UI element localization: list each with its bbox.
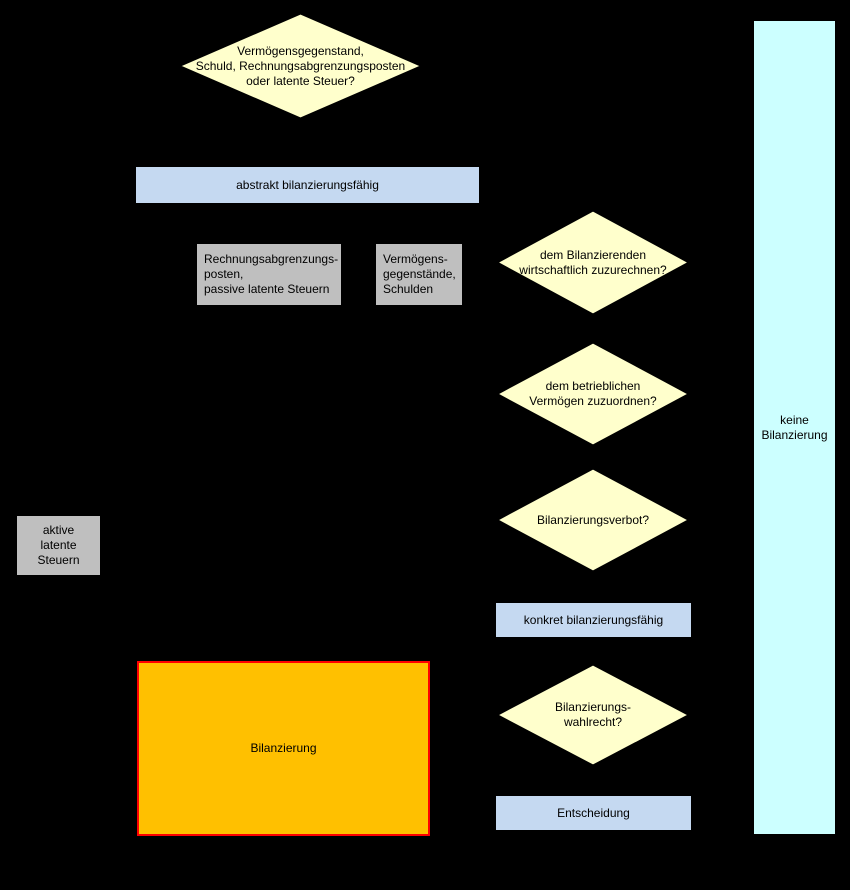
decision-result-label: Entscheidung (557, 805, 630, 820)
decision-economic-attribution: dem Bilanzierenden wirtschaftlich zuzure… (496, 210, 690, 315)
diamond-icon (178, 13, 423, 119)
concrete-eligibility-box: konkret bilanzierungsfähig (495, 602, 692, 638)
deferral-items-label: Rechnungsabgrenzungs- posten, passive la… (204, 252, 339, 296)
abstract-eligibility-label: abstrakt bilanzierungsfähig (236, 177, 379, 192)
diamond-icon (496, 664, 690, 766)
decision-business-assets-label: dem betrieblichen Vermögen zuzuordnen? (529, 379, 657, 408)
decision-recognition-option-label: Bilanzierungs- wahlrecht? (554, 700, 632, 729)
diamond-icon (496, 342, 690, 446)
deferred-tax-box: aktive latente Steuern (16, 515, 101, 576)
recognition-box: Bilanzierung (137, 661, 430, 836)
decision-economic-attribution-label: dem Bilanzierenden wirtschaftlich zuzure… (519, 247, 667, 277)
abstract-eligibility-box: abstrakt bilanzierungsfähig (135, 166, 480, 204)
deferred-tax-label: aktive latente Steuern (37, 523, 80, 567)
concrete-eligibility-label: konkret bilanzierungsfähig (523, 612, 664, 627)
recognition-label: Bilanzierung (250, 741, 317, 755)
no-recognition-box: keine Bilanzierung (753, 20, 836, 835)
no-recognition-label: keine Bilanzierung (761, 412, 828, 442)
diamond-icon (496, 210, 690, 315)
deferral-items-box: Rechnungsabgrenzungs- posten, passive la… (196, 243, 342, 306)
decision-result-box: Entscheidung (495, 795, 692, 831)
assets-liabilities-label: Vermögens- gegenstände, Schulden (383, 252, 456, 296)
decision-start-label: Vermögensgegenstand, Schuld, Rechnungsab… (195, 43, 406, 88)
diamond-icon (496, 468, 690, 572)
decision-recognition-option: Bilanzierungs- wahlrecht? (496, 664, 690, 766)
decision-recognition-prohibition: Bilanzierungsverbot? (496, 468, 690, 572)
assets-liabilities-box: Vermögens- gegenstände, Schulden (375, 243, 463, 306)
decision-recognition-prohibition-label: Bilanzierungsverbot? (536, 512, 650, 527)
decision-start: Vermögensgegenstand, Schuld, Rechnungsab… (178, 13, 423, 119)
decision-business-assets: dem betrieblichen Vermögen zuzuordnen? (496, 342, 690, 446)
